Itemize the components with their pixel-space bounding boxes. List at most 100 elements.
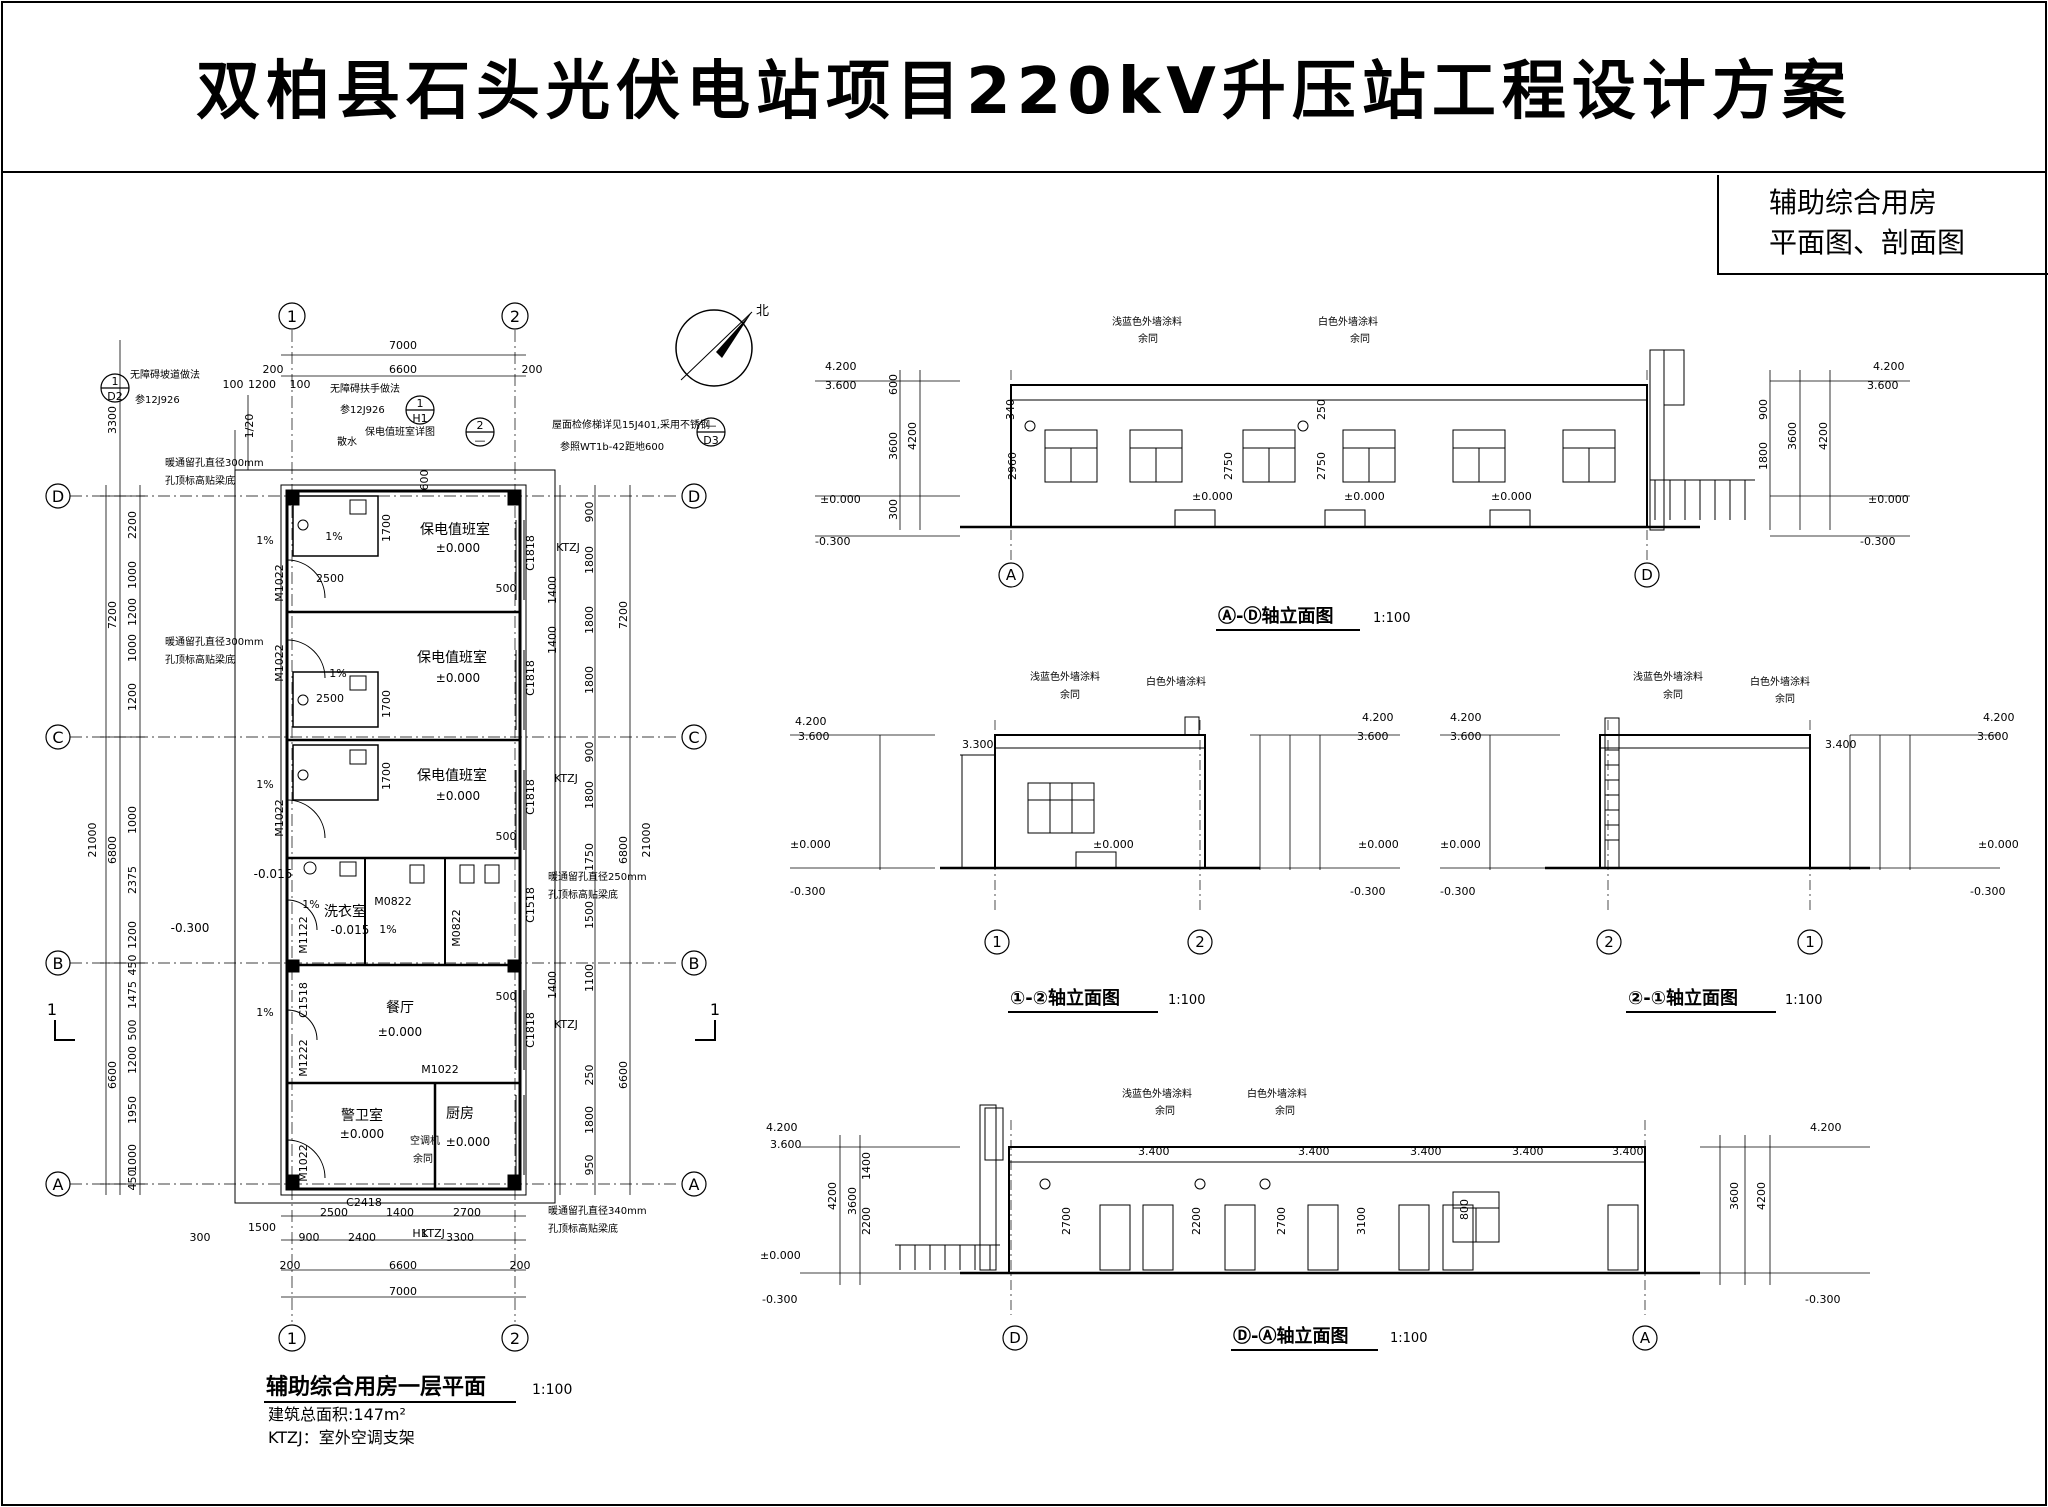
svg-text:1:100: 1:100 [1168, 993, 1205, 1008]
sheet-name-line2: 平面图、剖面图 [1769, 226, 1966, 259]
svg-text:-0.300: -0.300 [790, 885, 825, 898]
svg-text:±0.000: ±0.000 [340, 1127, 384, 1141]
svg-text:B: B [689, 954, 700, 973]
elevation-annotations: 4.200 3.600 ±0.000 -0.300 4.200 3.600 ±0… [760, 315, 2019, 1306]
svg-text:±0.000: ±0.000 [820, 493, 861, 506]
title-block: 辅助综合用房 平面图、剖面图 [1717, 175, 2048, 275]
svg-text:A: A [689, 1175, 700, 1194]
svg-text:100: 100 [223, 378, 244, 391]
svg-text:2: 2 [477, 419, 484, 432]
svg-text:-0.300: -0.300 [762, 1293, 797, 1306]
svg-text:950: 950 [583, 1155, 596, 1176]
svg-text:-0.300: -0.300 [1805, 1293, 1840, 1306]
elevation-d-a [800, 1104, 1870, 1351]
svg-text:1%: 1% [325, 530, 342, 543]
svg-text:1: 1 [287, 307, 297, 326]
svg-text:2700: 2700 [453, 1206, 481, 1219]
svg-text:余同: 余同 [1138, 332, 1158, 345]
svg-text:1500: 1500 [583, 901, 596, 929]
svg-text:±0.000: ±0.000 [436, 541, 480, 555]
svg-text:1800: 1800 [583, 606, 596, 634]
svg-text:余同: 余同 [1155, 1104, 1175, 1117]
svg-text:7000: 7000 [389, 339, 417, 352]
svg-text:M1022: M1022 [297, 1144, 310, 1182]
plan-notes: 无障碍坡道做法 参12J926 无障碍扶手做法 参12J926 散水 保电值班室… [130, 368, 710, 1235]
svg-text:浅蓝色外墙涂料: 浅蓝色外墙涂料 [1122, 1087, 1192, 1100]
svg-text:M1022: M1022 [273, 644, 286, 682]
svg-text:900: 900 [299, 1231, 320, 1244]
svg-text:暖通留孔直径340mm: 暖通留孔直径340mm [548, 1204, 647, 1217]
svg-text:1/20: 1/20 [243, 414, 256, 439]
svg-text:M1022: M1022 [421, 1063, 459, 1076]
svg-text:孔顶标高贴梁底: 孔顶标高贴梁底 [165, 653, 235, 666]
svg-text:1:100: 1:100 [1373, 611, 1410, 626]
north-arrow: 北 [675, 304, 769, 387]
svg-text:3600: 3600 [846, 1187, 859, 1215]
svg-text:1800: 1800 [583, 666, 596, 694]
svg-text:余同: 余同 [1275, 1104, 1295, 1117]
svg-text:4.200: 4.200 [1873, 360, 1905, 373]
svg-text:3.400: 3.400 [1512, 1145, 1544, 1158]
svg-text:1475: 1475 [126, 981, 139, 1009]
svg-text:B: B [53, 954, 64, 973]
svg-text:1800: 1800 [583, 546, 596, 574]
svg-text:±0.000: ±0.000 [378, 1025, 422, 1039]
svg-text:2: 2 [510, 307, 520, 326]
svg-text:-0.300: -0.300 [171, 921, 210, 935]
svg-text:1400: 1400 [546, 576, 559, 604]
svg-text:1500: 1500 [248, 1221, 276, 1234]
svg-text:无障碍坡道做法: 无障碍坡道做法 [130, 368, 200, 381]
svg-text:900: 900 [583, 502, 596, 523]
svg-text:M1222: M1222 [297, 1039, 310, 1077]
svg-text:屋面检修梯详见15J401,采用不锈钢: 屋面检修梯详见15J401,采用不锈钢 [552, 418, 710, 431]
svg-text:3.400: 3.400 [1410, 1145, 1442, 1158]
svg-text:浅蓝色外墙涂料: 浅蓝色外墙涂料 [1633, 670, 1703, 683]
svg-text:保电值班室: 保电值班室 [417, 649, 487, 666]
svg-text:保电值班室详图: 保电值班室详图 [365, 425, 435, 438]
svg-text:800: 800 [1458, 1199, 1471, 1220]
svg-text:2500: 2500 [316, 572, 344, 585]
svg-text:±0.000: ±0.000 [1192, 490, 1233, 503]
svg-text:KTZJ：室外空调支架: KTZJ：室外空调支架 [268, 1428, 415, 1447]
svg-text:3.400: 3.400 [1138, 1145, 1170, 1158]
svg-text:±0.000: ±0.000 [1358, 838, 1399, 851]
svg-text:250: 250 [583, 1065, 596, 1086]
svg-text:2: 2 [1604, 933, 1614, 951]
svg-text:白色外墙涂料: 白色外墙涂料 [1318, 315, 1378, 328]
svg-text:3100: 3100 [1355, 1207, 1368, 1235]
svg-text:3300: 3300 [106, 406, 119, 434]
svg-text:C2418: C2418 [346, 1196, 382, 1209]
svg-text:4.200: 4.200 [1983, 711, 2015, 724]
svg-text:500: 500 [496, 582, 517, 595]
svg-text:M0822: M0822 [450, 909, 463, 947]
plan-dimensions: 7000 6600 200 200 100 1200 100 1/20 7000… [86, 339, 653, 1298]
svg-text:1200: 1200 [248, 378, 276, 391]
svg-text:450: 450 [126, 955, 139, 976]
elevation-a-d [815, 349, 1910, 588]
svg-text:KTZJ: KTZJ [556, 541, 580, 554]
svg-text:3.400: 3.400 [1825, 738, 1857, 751]
svg-text:孔顶标高贴梁底: 孔顶标高贴梁底 [548, 1222, 618, 1235]
svg-text:250: 250 [1315, 399, 1328, 420]
svg-text:6600: 6600 [389, 1259, 417, 1272]
elevation-1-2 [790, 716, 1400, 955]
svg-text:2500: 2500 [320, 1206, 348, 1219]
svg-text:餐厅: 餐厅 [386, 1000, 414, 1016]
svg-text:1: 1 [1805, 933, 1815, 951]
svg-text:2700: 2700 [1060, 1207, 1073, 1235]
svg-text:1100: 1100 [583, 964, 596, 992]
svg-text:6600: 6600 [389, 363, 417, 376]
svg-text:余同: 余同 [1663, 688, 1683, 701]
svg-text:±0.000: ±0.000 [1344, 490, 1385, 503]
svg-text:1800: 1800 [583, 781, 596, 809]
svg-text:3.400: 3.400 [1298, 1145, 1330, 1158]
svg-text:1700: 1700 [380, 514, 393, 542]
svg-text:4200: 4200 [1817, 422, 1830, 450]
svg-text:±0.000: ±0.000 [436, 789, 480, 803]
svg-text:2200: 2200 [860, 1207, 873, 1235]
svg-text:孔顶标高贴梁底: 孔顶标高贴梁底 [548, 888, 618, 901]
svg-text:余同: 余同 [1775, 692, 1795, 705]
